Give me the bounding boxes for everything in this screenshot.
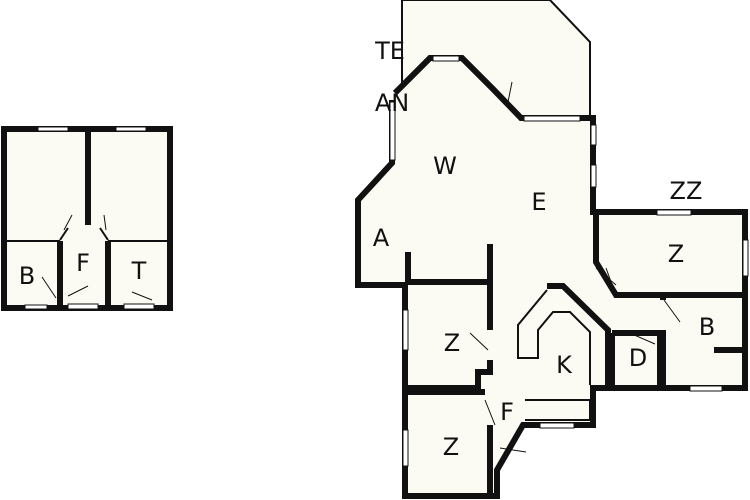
annex-entry-door (67, 303, 99, 310)
room-label-d: D (629, 344, 647, 372)
annex-room-label-t: T (131, 257, 147, 285)
room-label-a: A (373, 224, 390, 252)
wall-storage-d (609, 330, 663, 385)
main-exterior-wall (355, 55, 748, 499)
wall-bedroom-2 (408, 389, 493, 496)
window-an (389, 101, 396, 161)
wall-bedroom-1-right (408, 282, 493, 391)
window-e-1 (590, 124, 597, 146)
window-e-2 (590, 164, 597, 188)
annex-window-3 (24, 304, 48, 310)
main-door-swings (469, 81, 681, 453)
annex-window-4 (123, 303, 155, 310)
terrace-outline (401, 0, 591, 118)
annex-corridor-bevel (59, 227, 109, 241)
annex-building: B F T (1, 126, 173, 311)
room-label-k: K (556, 351, 573, 379)
room-label-w: W (433, 152, 457, 180)
room-label-z-south: Z (443, 433, 459, 461)
annex-room-label-b: B (19, 262, 35, 290)
window-z2 (402, 429, 409, 467)
room-label-e: E (531, 188, 546, 216)
kitchen-wall (547, 283, 611, 385)
main-building: TE AN W E A ZZ Z Z B D K F Z (355, 0, 749, 499)
annex-room-label-f: F (76, 249, 90, 277)
annex-corridor-walls (57, 241, 111, 305)
main-floor (358, 58, 745, 496)
room-label-z-east: Z (668, 240, 684, 268)
wall-bedroom-zz (593, 214, 745, 298)
kitchen-counter (517, 289, 591, 421)
annex-window-2 (115, 126, 147, 132)
room-label-z-west: Z (444, 329, 460, 357)
annex-window-1 (37, 126, 69, 132)
window-w-top (432, 55, 460, 62)
terrace-floor (402, 0, 590, 118)
room-label-an: AN (375, 89, 409, 117)
annex-door-swings (41, 214, 153, 301)
window-z1 (402, 309, 409, 351)
wall-bedroom-1-top (405, 244, 493, 285)
window-k (539, 422, 575, 429)
window-b (689, 385, 723, 392)
window-terrace (523, 115, 581, 122)
room-label-f: F (500, 398, 514, 426)
window-zz (656, 209, 692, 216)
window-zz-side (742, 239, 749, 277)
room-label-b: B (699, 313, 715, 341)
room-label-zz: ZZ (670, 177, 703, 205)
room-label-te: TE (374, 37, 405, 65)
